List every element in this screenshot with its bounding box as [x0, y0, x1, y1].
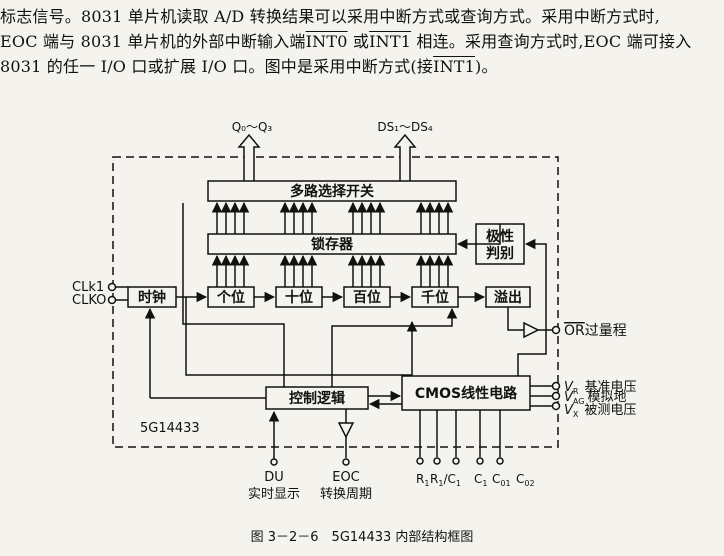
- mux-label: 多路选择开关: [290, 183, 374, 200]
- paragraph-line-1: 标志信号。8031 单片机读取 A/D 转换结果可以采用中断方式或查询方式。采用…: [0, 7, 661, 26]
- latch-block: [207, 233, 457, 255]
- int0-signal: INT0: [305, 32, 348, 51]
- pin-c1-label: C1: [474, 472, 487, 488]
- chip-label: 5G14433: [140, 421, 200, 436]
- pin-r1-label: R1: [416, 472, 429, 488]
- q-output-bus-arrow: [237, 133, 261, 181]
- pin-c02-label: C02: [516, 472, 535, 488]
- pin-r1c1-label: R1/C1: [430, 472, 461, 488]
- overflow-label: 溢出: [494, 289, 522, 306]
- tens-label: 十位: [285, 289, 313, 306]
- polarity-label-1: 极性: [486, 228, 514, 245]
- cmos-label: CMOS线性电路: [415, 385, 518, 402]
- text: )。: [475, 57, 498, 76]
- control-logic-label: 控制逻辑: [289, 390, 345, 407]
- text: 相连。采用查询方式时,EOC 端可接入: [411, 32, 692, 51]
- latch-label: 锁存器: [311, 236, 354, 253]
- mux-block: [207, 180, 457, 202]
- units-label: 个位: [216, 289, 245, 306]
- du-description: 实时显示: [248, 487, 300, 502]
- polarity-label-2: 判别: [486, 245, 514, 262]
- eoc-buffer: [337, 422, 355, 439]
- figure-caption: 图 3－2－6 5G14433 内部结构框图: [250, 530, 474, 545]
- int1-signal: INT1: [369, 32, 412, 51]
- int1-signal: INT1: [433, 57, 476, 76]
- pin-c01-label: C01: [492, 472, 511, 488]
- du-pin-label: DU: [264, 470, 284, 485]
- clk0-label: CLKO: [72, 293, 106, 308]
- hundreds-label: 百位: [353, 289, 381, 306]
- or-bar: OR: [564, 323, 585, 339]
- or-output-label: OR过量程: [564, 323, 627, 339]
- cmos-block: [401, 375, 531, 411]
- paragraph-line-3: 8031 的任一 I/O 口或扩展 I/O 口。图中是采用中断方式(接INT1)…: [0, 54, 724, 79]
- or-buffer: [523, 321, 540, 339]
- or-text: 过量程: [585, 323, 627, 339]
- output-q-label: Q₀～Q₃: [232, 120, 273, 134]
- output-ds-label: DS₁～DS₄: [377, 120, 433, 134]
- thousands-label: 千位: [421, 289, 449, 306]
- chip-boundary: [112, 156, 559, 448]
- ds-output-bus-arrow: [393, 133, 417, 181]
- paragraph-line-2: EOC 端与 8031 单片机的外部中断输入端INT0 或INT1 相连。采用查…: [0, 29, 724, 54]
- eoc-description: 转换周期: [320, 487, 372, 502]
- text: 或: [347, 32, 370, 51]
- text: 8031 的任一 I/O 口或扩展 I/O 口。图中是采用中断方式(接: [0, 57, 434, 76]
- text: EOC 端与 8031 单片机的外部中断输入端: [0, 32, 306, 51]
- body-paragraph: 标志信号。8031 单片机读取 A/D 转换结果可以采用中断方式或查询方式。采用…: [0, 4, 724, 79]
- eoc-pin-label: EOC: [332, 470, 360, 485]
- clk1-label: CLk1: [72, 280, 104, 295]
- clock-label: 时钟: [138, 289, 166, 306]
